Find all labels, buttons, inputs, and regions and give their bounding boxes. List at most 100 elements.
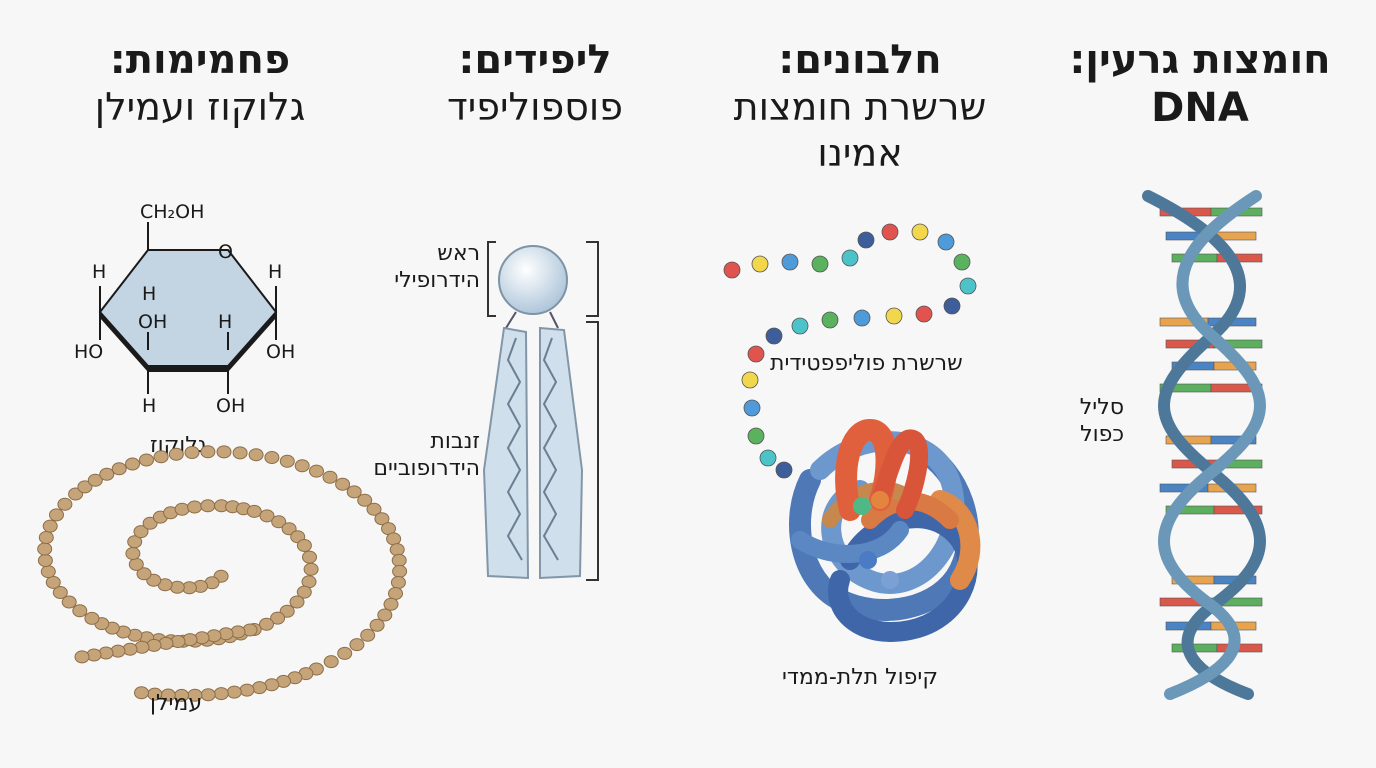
- starch-bead: [248, 448, 264, 462]
- starch-bead: [335, 477, 351, 491]
- carbs-subtitle: גלוקוז ועמילן: [94, 85, 306, 129]
- polypeptide-bead-group: [723, 223, 977, 479]
- starch-bead: [72, 604, 88, 618]
- base-pair-half: [1210, 435, 1257, 445]
- amino-acid-bead: [857, 231, 875, 249]
- starch-bead: [309, 464, 324, 478]
- starch-bead: [49, 508, 64, 522]
- amino-acid-bead: [747, 345, 765, 363]
- starch-bead: [302, 550, 317, 564]
- phospholipid-head: [498, 245, 568, 315]
- glucose-ho-label: HO: [74, 341, 103, 363]
- starch-bead: [281, 522, 297, 536]
- starch-bead: [252, 681, 267, 695]
- protein-core-bead: [871, 491, 889, 509]
- amino-acid-bead: [723, 261, 741, 279]
- nucleic-subtitle: DNA: [1151, 85, 1249, 131]
- starch-bead: [289, 595, 305, 609]
- dna-strand-b: [1158, 190, 1266, 700]
- protein-core-bead: [853, 497, 871, 515]
- starch-bead: [279, 604, 295, 618]
- starch-bead-group: [37, 445, 408, 702]
- glucose-ring-diagram: CH₂OH O H H H OH H HO OH H OH: [74, 201, 295, 417]
- dna-double-helix: [1142, 190, 1266, 700]
- starch-bead: [377, 608, 393, 622]
- starch-bead: [349, 638, 365, 652]
- protein-core-bead: [881, 571, 899, 589]
- starch-bead: [45, 575, 61, 589]
- glucose-h-label: H: [92, 261, 106, 283]
- phospholipid-tail-left: [482, 326, 530, 580]
- amino-acid-bead: [885, 307, 903, 325]
- starch-bead: [346, 485, 362, 499]
- column-lipids: ליפידים: פוספוליפיד: [370, 0, 700, 768]
- amino-acid-bead: [959, 277, 977, 295]
- tail-zigzag-left: [506, 337, 523, 561]
- starch-bead: [303, 562, 319, 576]
- starch-bead: [296, 539, 312, 552]
- starch-bead: [383, 597, 399, 611]
- starch-bead: [187, 500, 203, 514]
- starch-diagram: [37, 445, 408, 702]
- starch-bead: [259, 617, 274, 631]
- starch-bead: [294, 459, 310, 473]
- starch-bead: [87, 473, 103, 487]
- starch-bead: [296, 585, 312, 599]
- starch-bead: [264, 451, 280, 464]
- glucose-oh-label: OH: [138, 311, 167, 333]
- amino-acid-bead: [853, 309, 871, 327]
- polypeptide-diagram: [723, 223, 981, 642]
- starch-bead: [271, 515, 287, 529]
- starch-bead: [226, 685, 242, 699]
- amino-acid-bead: [747, 427, 765, 445]
- glucose-h-label: H: [268, 261, 282, 283]
- amino-acid-bead: [743, 399, 761, 417]
- starch-bead: [366, 502, 382, 516]
- starch-bead: [111, 462, 127, 476]
- starch-bead: [184, 446, 200, 459]
- head-bracket-left: [487, 241, 496, 317]
- starch-bead: [200, 688, 216, 702]
- starch-bead: [232, 446, 248, 460]
- starch-bead: [125, 547, 141, 560]
- starch-bead: [323, 655, 339, 669]
- amino-acid-bead: [911, 223, 929, 241]
- amino-acid-bead: [915, 305, 933, 323]
- lipids-subtitle: פוספוליפיד: [447, 85, 623, 129]
- amino-acid-bead: [759, 449, 777, 467]
- glucose-h-label: H: [218, 311, 232, 333]
- starch-bead: [99, 467, 115, 481]
- folded-protein: [789, 418, 981, 642]
- starch-bead: [134, 686, 149, 700]
- polypeptide-chain-label: שרשרת פוליפפטידית: [770, 351, 963, 376]
- glucose-oh-label: OH: [216, 395, 245, 417]
- starch-bead: [125, 457, 140, 471]
- starch-bead: [37, 554, 53, 567]
- amino-acid-bead: [811, 255, 829, 273]
- glucose-ch2oh-label: CH₂OH: [140, 201, 204, 223]
- starch-bead: [357, 493, 373, 507]
- starch-bead: [246, 504, 262, 518]
- 3d-folding-label: קיפול תלת-ממדי: [782, 665, 938, 690]
- starch-bead: [153, 450, 169, 464]
- starch-bead: [169, 580, 185, 594]
- amino-acid-bead: [751, 255, 769, 273]
- starch-bead: [259, 509, 275, 523]
- starch-bead: [61, 595, 77, 609]
- amino-acid-bead: [937, 233, 955, 251]
- starch-bead: [200, 499, 216, 513]
- head-bracket-right: [586, 241, 599, 317]
- amino-acid-bead: [821, 311, 839, 329]
- starch-bead: [270, 611, 286, 625]
- starch-bead: [239, 683, 255, 697]
- starch-bead: [128, 557, 144, 571]
- glucose-h-label: H: [142, 395, 156, 417]
- starch-bead: [74, 650, 90, 664]
- amino-acid-bead: [775, 461, 793, 479]
- phospholipid-diagram: [482, 241, 599, 581]
- tails-bracket: [586, 321, 599, 581]
- starch-bead: [369, 618, 385, 632]
- column-nucleic-acids: חומצות גרעין: DNA: [1040, 0, 1360, 768]
- base-pair-half: [1213, 505, 1263, 515]
- starch-bead: [139, 453, 154, 467]
